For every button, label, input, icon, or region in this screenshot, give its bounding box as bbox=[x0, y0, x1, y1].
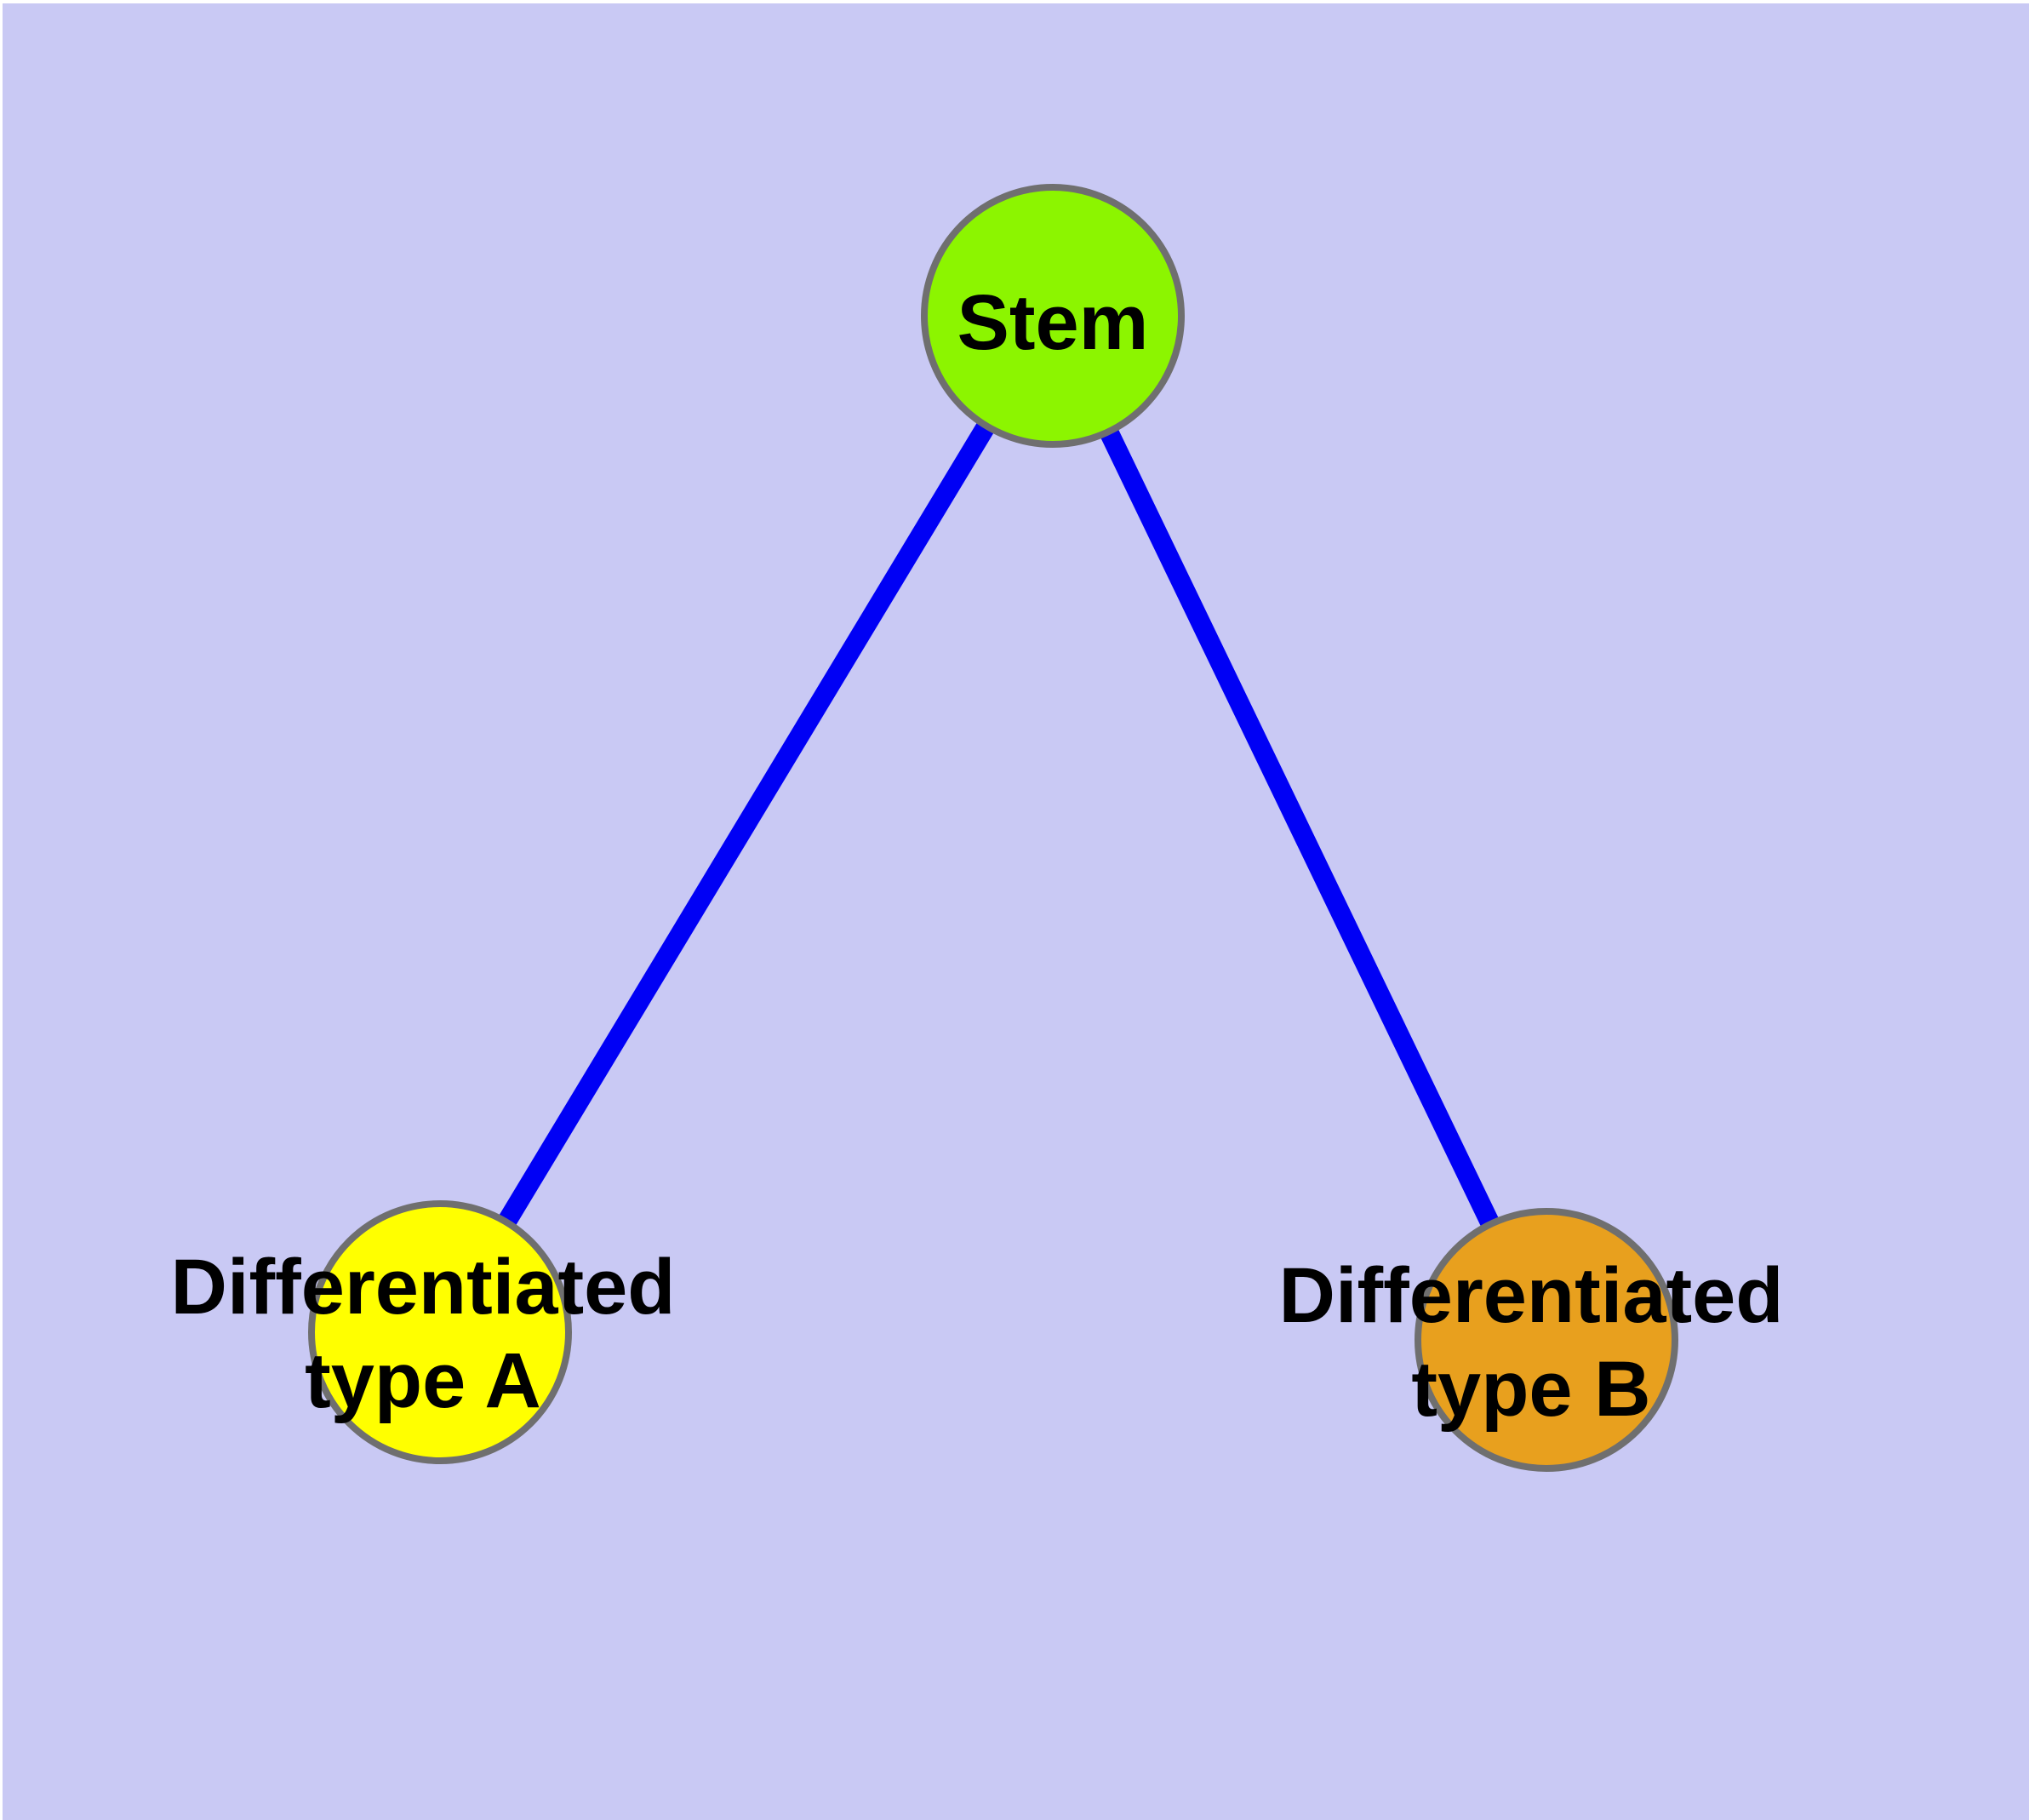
node-type-a-label-line2: type A bbox=[305, 1337, 541, 1424]
node-stem-label: Stem bbox=[957, 279, 1149, 366]
node-stem bbox=[921, 184, 1185, 448]
node-type-b-label-line2: type B bbox=[1411, 1346, 1650, 1433]
node-type-a-label-line1: Differentiated bbox=[171, 1244, 676, 1331]
node-differentiated-type-a bbox=[308, 1200, 572, 1464]
node-type-b-label-line1: Differentiated bbox=[1279, 1252, 1784, 1339]
edge-stem-to-type-a bbox=[432, 311, 1061, 1337]
node-differentiated-type-b bbox=[1415, 1208, 1678, 1472]
edge-stem-to-type-b bbox=[1043, 312, 1556, 1344]
